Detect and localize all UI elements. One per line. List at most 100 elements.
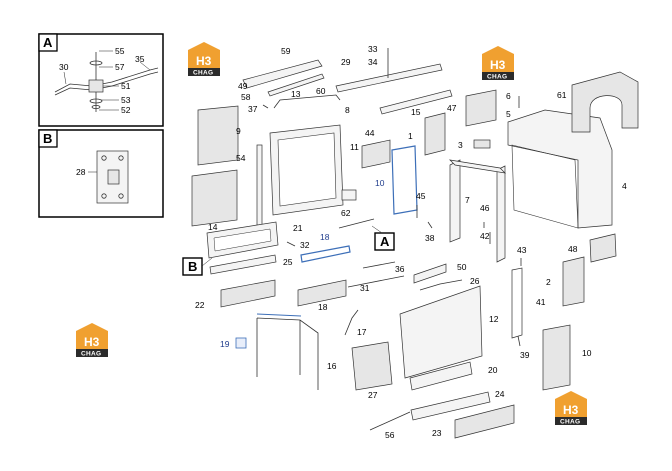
part-60-strip bbox=[267, 73, 325, 97]
part-62-bracket bbox=[341, 189, 357, 201]
part-7-post-front bbox=[449, 159, 461, 243]
part-a-rod bbox=[338, 218, 375, 229]
brand-logo-2: H3 CHAG bbox=[482, 46, 514, 81]
parts-layer bbox=[191, 48, 639, 439]
part-14-panel bbox=[191, 169, 238, 227]
callout-33: 33 bbox=[368, 44, 378, 54]
part-23-panel bbox=[454, 404, 515, 439]
callout-23: 23 bbox=[432, 428, 442, 438]
svg-text:B: B bbox=[188, 259, 197, 274]
part-41-frame bbox=[511, 267, 523, 339]
callout-38: 38 bbox=[425, 233, 435, 243]
callout-26: 26 bbox=[470, 276, 480, 286]
part-18-panel bbox=[297, 279, 347, 307]
callout-8: 8 bbox=[345, 105, 350, 115]
part-39-bolt bbox=[517, 335, 521, 347]
part-3-small bbox=[473, 139, 491, 149]
part-2-panel bbox=[562, 256, 585, 307]
logo-mark: H3 bbox=[196, 54, 212, 68]
part-44-glass bbox=[361, 139, 391, 169]
detail-box-a-tag bbox=[38, 33, 58, 52]
logo-mark: H3 bbox=[563, 403, 579, 417]
callout-36: 36 bbox=[395, 264, 405, 274]
callout-15: 15 bbox=[411, 107, 421, 117]
callout-17: 17 bbox=[357, 327, 367, 337]
part-32-bolt bbox=[286, 241, 296, 247]
logo-text: CHAG bbox=[193, 70, 213, 77]
part-9-panel bbox=[197, 105, 239, 166]
callout-41: 41 bbox=[536, 297, 546, 307]
callout-12: 12 bbox=[489, 314, 499, 324]
callout-20: 20 bbox=[488, 365, 498, 375]
callout-4: 4 bbox=[622, 181, 627, 191]
part-4-cab-shell bbox=[507, 109, 613, 229]
callout-59: 59 bbox=[281, 46, 291, 56]
logo-text: CHAG bbox=[487, 74, 507, 81]
callout-7: 7 bbox=[465, 195, 470, 205]
part-36-rod bbox=[362, 261, 396, 269]
callout-30: 30 bbox=[59, 62, 69, 72]
callout-32: 32 bbox=[300, 240, 310, 250]
callout-2: 2 bbox=[546, 277, 551, 287]
callout-53: 53 bbox=[121, 95, 131, 105]
logo-text: CHAG bbox=[560, 419, 580, 426]
part-31-rod bbox=[347, 275, 405, 288]
callout-35: 35 bbox=[135, 54, 145, 64]
callout-25: 25 bbox=[283, 257, 293, 267]
part-27-panel bbox=[351, 341, 393, 391]
callout-16: 16 bbox=[327, 361, 337, 371]
callout-46: 46 bbox=[480, 203, 490, 213]
callout-44: 44 bbox=[365, 128, 375, 138]
part-37-bolt bbox=[262, 104, 269, 109]
part-54-post bbox=[256, 144, 263, 226]
brand-logo-3: H3 CHAG bbox=[76, 323, 108, 358]
callout-22: 22 bbox=[195, 300, 205, 310]
callout-9: 9 bbox=[236, 126, 241, 136]
part-61-cover bbox=[571, 71, 639, 133]
callout-14: 14 bbox=[208, 222, 218, 232]
callout-61: 61 bbox=[557, 90, 567, 100]
callout-43: 43 bbox=[517, 245, 527, 255]
callout-19: 19 bbox=[220, 339, 230, 349]
callout-1: 1 bbox=[408, 131, 413, 141]
callout-49: 49 bbox=[238, 81, 248, 91]
detail-box-b-letter: B bbox=[43, 131, 52, 146]
detail-box-b: B 28 bbox=[38, 129, 164, 218]
part-15-rail bbox=[379, 89, 453, 115]
callout-3: 3 bbox=[458, 140, 463, 150]
detail-box-b-tag bbox=[38, 129, 58, 148]
part-22-panel bbox=[220, 279, 276, 308]
callout-10-blue: 10 bbox=[375, 178, 385, 188]
callout-58: 58 bbox=[241, 92, 251, 102]
callout-57: 57 bbox=[115, 62, 125, 72]
callout-31: 31 bbox=[360, 283, 370, 293]
view-marker-b: B bbox=[182, 257, 213, 276]
callout-28: 28 bbox=[76, 167, 86, 177]
detail-box-a-letter: A bbox=[43, 35, 53, 50]
callout-29: 29 bbox=[341, 57, 351, 67]
part-29-rail bbox=[335, 63, 443, 93]
part-50-panel bbox=[413, 263, 447, 284]
callout-51: 51 bbox=[121, 81, 131, 91]
part-1-panel bbox=[424, 112, 446, 156]
part-48-panel bbox=[589, 233, 617, 263]
brand-logo-4: H3 CHAG bbox=[555, 391, 587, 426]
detail-box-a: A 55 35 30 57 51 53 52 bbox=[38, 33, 164, 127]
callout-6: 6 bbox=[506, 91, 511, 101]
callout-21: 21 bbox=[293, 223, 303, 233]
callout-54: 54 bbox=[236, 153, 246, 163]
part-7-post-rear bbox=[496, 165, 506, 263]
callout-27: 27 bbox=[368, 390, 378, 400]
callout-labels: 59 49 58 37 13 60 8 29 33 34 15 6 61 5 4… bbox=[195, 44, 627, 440]
callout-24: 24 bbox=[495, 389, 505, 399]
callout-34: 34 bbox=[368, 57, 378, 67]
callout-5: 5 bbox=[506, 109, 511, 119]
part-10-door-frame bbox=[391, 145, 418, 215]
logo-text: CHAG bbox=[81, 351, 101, 358]
callout-62: 62 bbox=[341, 208, 351, 218]
callout-10: 10 bbox=[582, 348, 592, 358]
brand-logo-1: H3 CHAG bbox=[188, 42, 220, 77]
part-56-rod bbox=[369, 411, 411, 431]
callout-11: 11 bbox=[350, 142, 359, 152]
